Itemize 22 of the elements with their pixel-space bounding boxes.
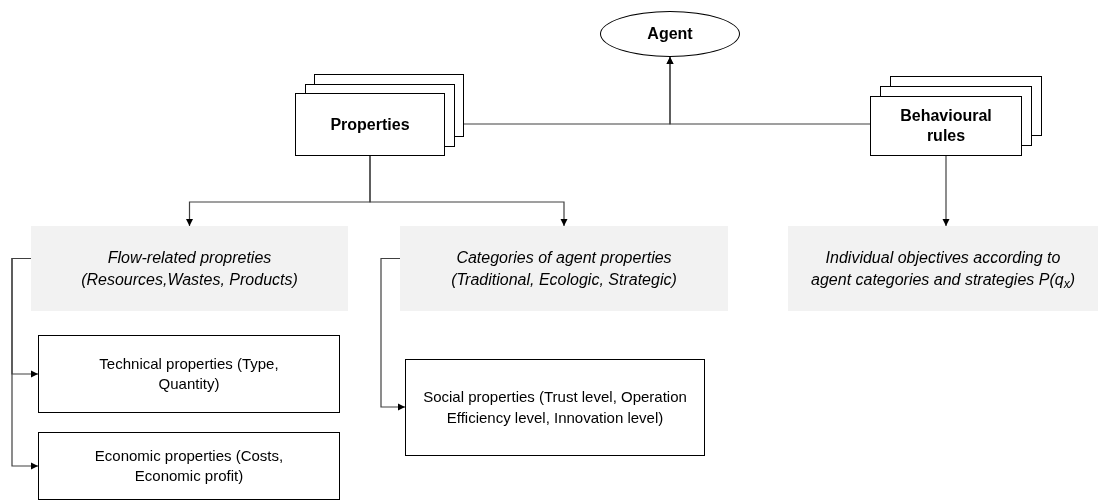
node-text: Social properties (Trust level, Operation Efficiency level, Innovation level) xyxy=(422,387,688,428)
connector-arrow xyxy=(380,257,406,411)
node-text: Behavioural rules xyxy=(899,106,993,146)
node-text: Properties xyxy=(330,114,410,135)
connector-arrow xyxy=(942,155,950,227)
node-text: Flow-related propreties (Resources,Wastes, Products) xyxy=(80,247,299,290)
node-text: Agent xyxy=(647,24,693,45)
connector-arrow xyxy=(666,56,871,125)
node-text: Categories of agent properties (Traditional, Ecologic, Strategic) xyxy=(450,247,678,290)
process-box xyxy=(38,335,340,413)
stacked-box xyxy=(870,76,1042,156)
connector-arrow xyxy=(369,155,568,227)
stacked-box xyxy=(295,74,464,156)
connector-arrow xyxy=(11,257,39,470)
node-text: Technical properties (Type, Quantity) xyxy=(99,353,279,394)
process-box xyxy=(405,359,705,456)
shaded-box xyxy=(788,226,1098,311)
shaded-box xyxy=(400,226,728,311)
node-text: Individual objectives according to agent categories and strategies P(q$_{x}$) xyxy=(810,247,1076,291)
process-box xyxy=(38,432,340,500)
shaded-box xyxy=(31,226,348,311)
node-text: Economic properties (Costs, Economic profit) xyxy=(93,445,285,486)
